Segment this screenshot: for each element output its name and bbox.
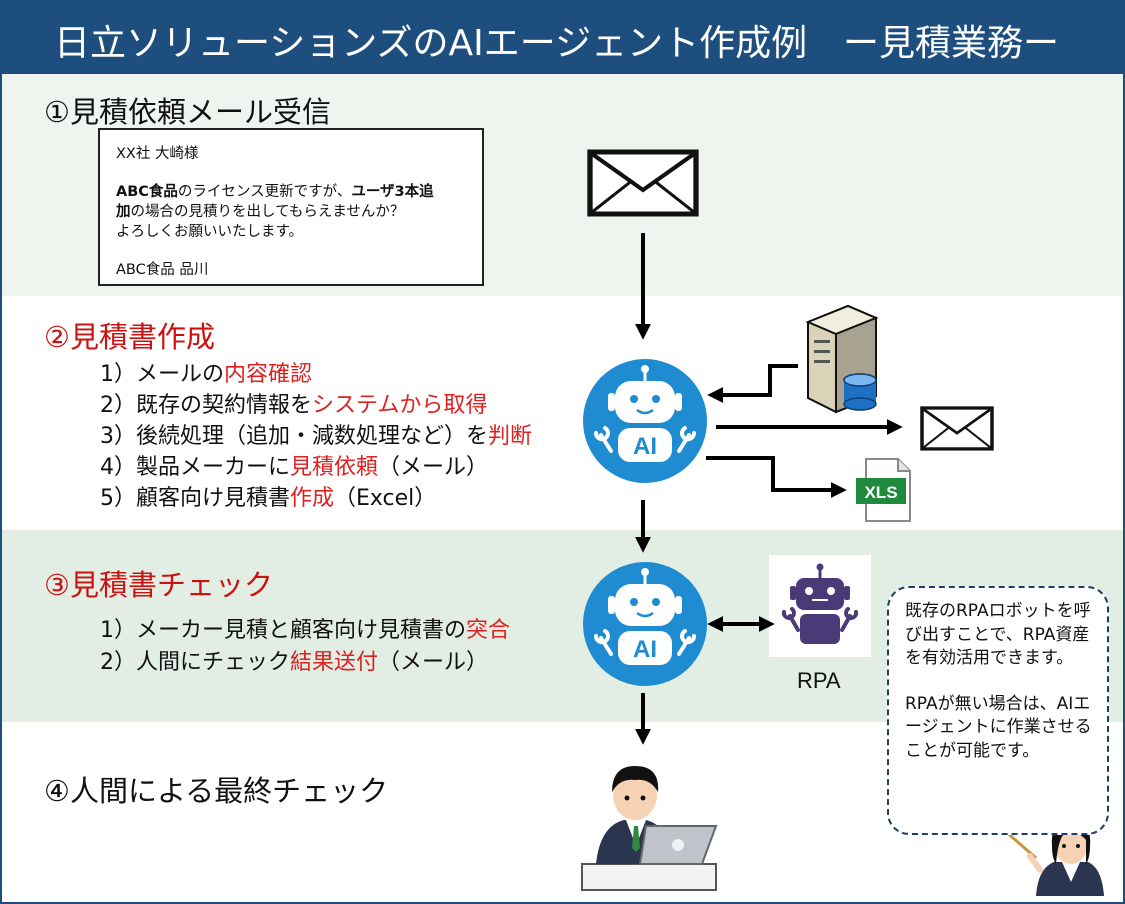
ai-agent-icon <box>581 560 709 688</box>
email-body-line2: 加の場合の見積りを出してもらえませんか？ <box>116 202 466 222</box>
section2-step: 4）製品メーカーに見積依頼（メール） <box>100 455 489 480</box>
section3-step: 2）人間にチェック結果送付（メール） <box>100 650 489 675</box>
ai-agent-icon <box>581 357 709 485</box>
email-body-line3: よろしくお願いいたします。 <box>116 224 304 240</box>
email-greeting: XX社 大崎様 <box>116 146 199 162</box>
section2-step: 3）後続処理（追加・減数処理など）を判断 <box>100 424 533 449</box>
note-callout: 既存のRPAロボットを呼び出すことで、RPA資産を有効活用できます。 RPAが無… <box>887 586 1109 835</box>
email-text: の場合の見積りを出してもらえませんか？ <box>130 204 405 220</box>
section4-title: ④人間による最終チェック <box>44 774 389 808</box>
excel-file-icon: XLS <box>856 458 911 522</box>
section2-step: 5）顧客向け見積書作成（Excel） <box>100 486 437 511</box>
page-subtitle: ー見積業務ー <box>843 23 1060 64</box>
email-signature: ABC食品 品川 <box>116 262 209 278</box>
section3-step: 1）メーカー見積と顧客向け見積書の突合 <box>100 618 511 643</box>
server-database-icon <box>805 304 879 414</box>
svg-text:XLS: XLS <box>864 483 897 502</box>
callout-para2: RPAが無い場合は、AIエージェントに作業させることが可能です。 <box>905 693 1092 761</box>
email-bold-client: ABC食品 <box>116 184 178 200</box>
section3-title: ③見積書チェック <box>44 568 273 602</box>
section2-step: 2）既存の契約情報をシステムから取得 <box>100 393 488 418</box>
email-bold-users: ユーザ3本追 <box>351 184 434 200</box>
email-bold-add: 加 <box>116 204 131 220</box>
header-bar: 日立ソリューションズのAIエージェント作成例 ー見積業務ー <box>0 0 1125 74</box>
section2-title: ②見積書作成 <box>44 320 215 354</box>
rpa-robot-icon <box>781 563 859 644</box>
email-text: のライセンス更新ですが、 <box>177 184 352 200</box>
section1-title: ①見積依頼メール受信 <box>44 95 331 129</box>
rpa-label: RPA <box>797 668 841 693</box>
arrow-ai-to-excel <box>706 456 847 498</box>
arrow-server-to-ai <box>707 364 798 403</box>
incoming-email-icon <box>590 152 696 214</box>
page-title: 日立ソリューションズのAIエージェント作成例 <box>54 23 808 64</box>
email-body-line1: ABC食品のライセンス更新ですが、ユーザ3本追 <box>116 182 466 202</box>
section2-step: 1）メールの内容確認 <box>100 362 313 387</box>
callout-para1: 既存のRPAロボットを呼び出すことで、RPA資産を有効活用できます。 <box>905 601 1091 668</box>
email-message-box: XX社 大崎様 ABC食品のライセンス更新ですが、ユーザ3本追 加の場合の見積り… <box>98 128 484 286</box>
outgoing-email-icon <box>920 406 994 451</box>
human-checker-icon <box>581 766 718 891</box>
